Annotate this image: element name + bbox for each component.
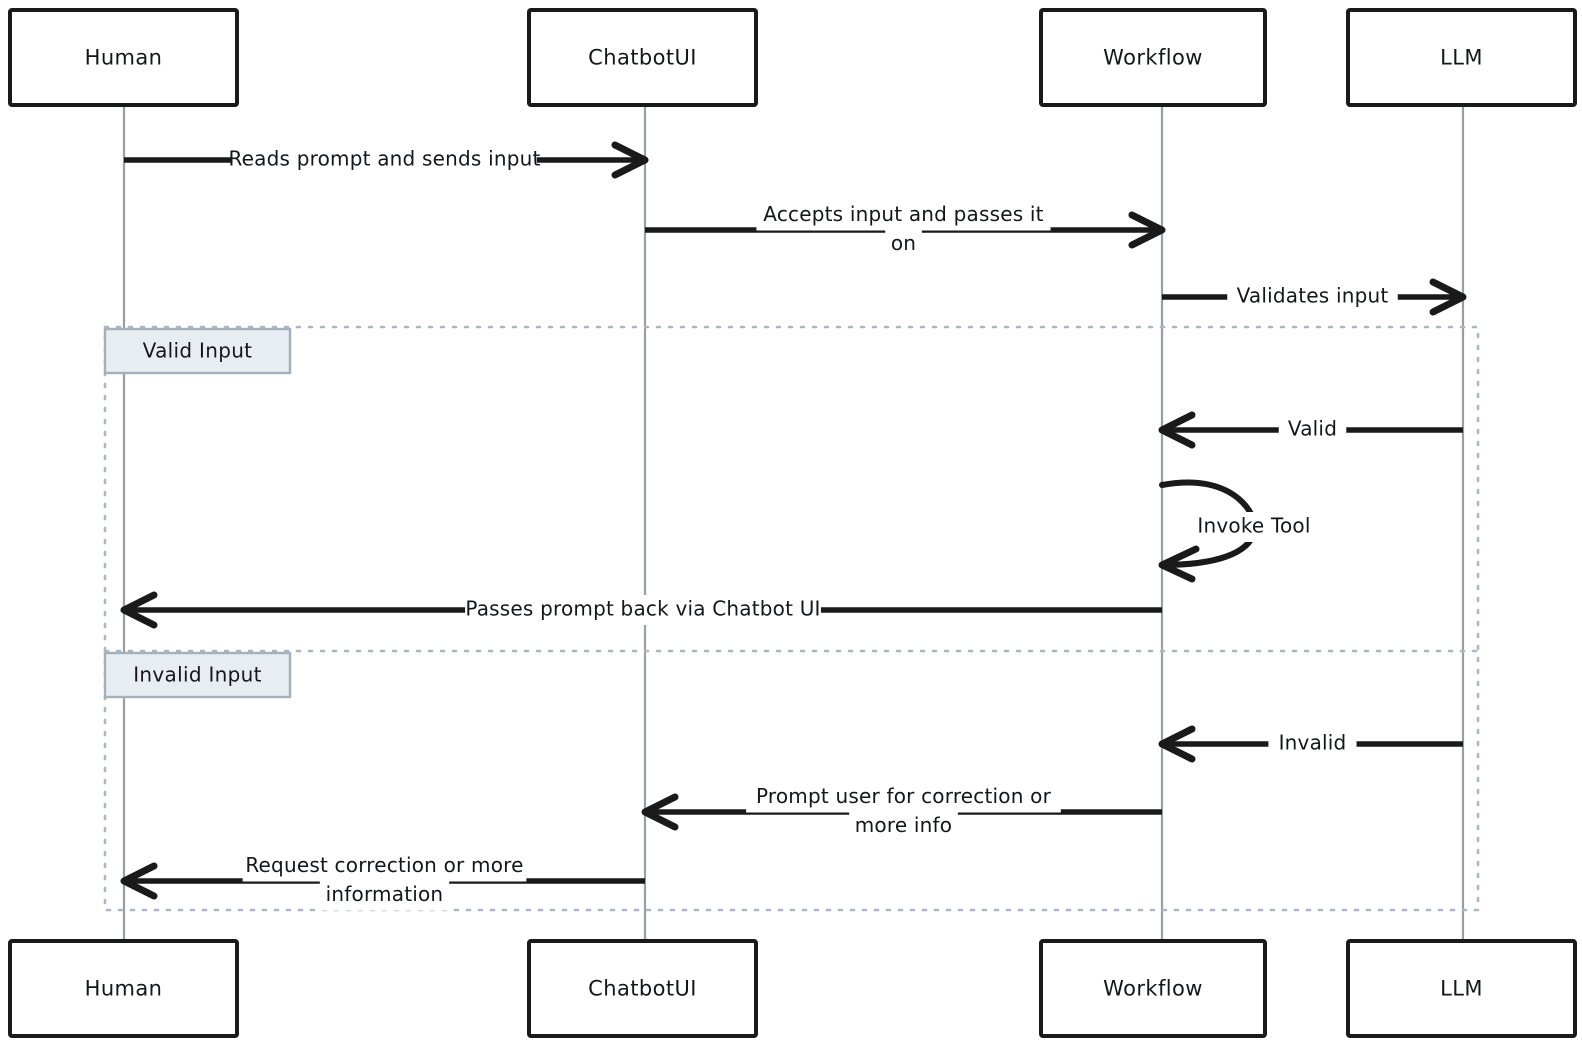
message-label: Request correction or more — [245, 853, 523, 877]
message-m5: Invoke Tool — [1158, 479, 1319, 583]
message-label: Valid — [1288, 417, 1337, 441]
message-m7: Invalid — [1158, 725, 1463, 763]
message-label: information — [326, 882, 444, 906]
message-label: Validates input — [1237, 284, 1389, 308]
actor-box-rect[interactable] — [1346, 939, 1577, 1038]
message-label: Accepts input and passes it — [763, 202, 1043, 226]
message-arrowhead — [641, 793, 679, 831]
actor-box-bottom-llm[interactable]: LLM — [1346, 939, 1577, 1038]
message-m2: Accepts input and passes it on — [645, 200, 1166, 260]
message-label: on — [891, 231, 916, 255]
message-arrowhead — [1429, 278, 1467, 316]
message-m4: Valid — [1158, 411, 1463, 449]
message-m1: Reads prompt and sends input — [124, 141, 649, 179]
actor-label-human: Human — [85, 977, 163, 1001]
message-label: Reads prompt and sends input — [228, 147, 540, 171]
actor-box-rect[interactable] — [527, 939, 758, 1038]
actor-box-bottom-chatbotui[interactable]: ChatbotUI — [527, 939, 758, 1038]
message-arrowhead — [1158, 411, 1196, 449]
actor-box-top-human[interactable]: Human — [8, 8, 239, 107]
actor-box-rect[interactable] — [1039, 8, 1267, 107]
actor-label-workflow: Workflow — [1103, 977, 1203, 1001]
alt-section-tag-label: Valid Input — [143, 339, 253, 363]
actor-box-bottom-workflow[interactable]: Workflow — [1039, 939, 1267, 1038]
message-label: more info — [855, 813, 952, 837]
actor-box-top-llm[interactable]: LLM — [1346, 8, 1577, 107]
message-arrowhead — [1158, 725, 1196, 763]
alt-section-tag-rect — [103, 651, 292, 699]
message-label: Invalid — [1279, 731, 1347, 755]
message-m3: Validates input — [1162, 278, 1467, 316]
message-arrowhead — [611, 141, 649, 179]
message-m6: Passes prompt back via Chatbot UI — [120, 591, 1162, 629]
lifelines-group — [122, 105, 1465, 941]
message-m9: Request correction or more information — [120, 851, 645, 911]
actor-box-rect[interactable] — [1346, 8, 1577, 107]
alt-section-tag-rect — [103, 327, 292, 375]
alt-section-tag-invalid: Invalid Input — [103, 651, 292, 699]
alt-section-tag-valid: Valid Input — [103, 327, 292, 375]
actor-label-workflow: Workflow — [1103, 46, 1203, 70]
message-label: Invoke Tool — [1197, 514, 1310, 538]
message-arrowhead — [1128, 211, 1166, 249]
actor-label-llm: LLM — [1440, 46, 1483, 70]
actor-label-chatbotui: ChatbotUI — [588, 977, 697, 1001]
actor-boxes-group: HumanHumanChatbotUIChatbotUIWorkflowWork… — [8, 8, 1577, 1038]
actor-box-top-workflow[interactable]: Workflow — [1039, 8, 1267, 107]
self-loop-arrowhead — [1158, 545, 1200, 583]
actor-box-rect[interactable] — [8, 939, 239, 1038]
alt-block-group — [103, 325, 1480, 912]
message-label: Passes prompt back via Chatbot UI — [465, 597, 820, 621]
alt-section-tag-label: Invalid Input — [133, 663, 262, 687]
actor-label-llm: LLM — [1440, 977, 1483, 1001]
message-arrowhead — [120, 862, 158, 900]
message-arrowhead — [120, 591, 158, 629]
actor-box-rect[interactable] — [8, 8, 239, 107]
actor-box-bottom-human[interactable]: Human — [8, 939, 239, 1038]
actor-box-top-chatbotui[interactable]: ChatbotUI — [527, 8, 758, 107]
actor-box-rect[interactable] — [527, 8, 758, 107]
actor-label-chatbotui: ChatbotUI — [588, 46, 697, 70]
message-label: Prompt user for correction or — [756, 784, 1052, 808]
actor-label-human: Human — [85, 46, 163, 70]
alt-block-border — [103, 325, 1480, 912]
actor-box-rect[interactable] — [1039, 939, 1267, 1038]
message-m8: Prompt user for correction or more info — [641, 782, 1162, 842]
